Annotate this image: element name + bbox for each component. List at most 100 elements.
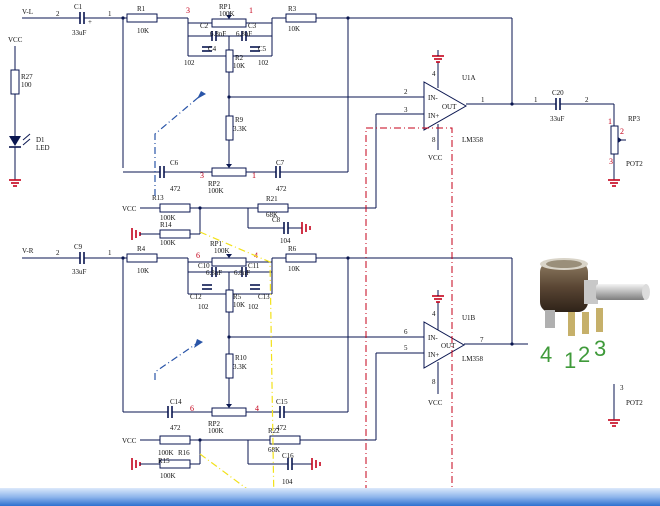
pin-number: 4	[432, 70, 436, 78]
r5-value: 10K	[233, 301, 245, 309]
pin-number: 3	[186, 6, 190, 15]
pin-number: 1	[252, 171, 256, 180]
r14-value: 100K	[160, 239, 176, 247]
resistor-r27	[10, 69, 20, 95]
c10-value: 6.8nF	[206, 269, 222, 277]
r15-value: 100K	[160, 472, 176, 480]
c9-label: C9	[74, 243, 83, 251]
u1a-label: U1A	[462, 74, 476, 82]
resistor-r1: R1 10K	[126, 5, 158, 35]
rp1-label: RP1	[219, 3, 232, 11]
c2-value: 6.8nF	[210, 30, 226, 38]
pin-number: 2	[56, 249, 60, 257]
c11-value: 6.8nF	[234, 269, 250, 277]
c20-value: 33uF	[550, 115, 565, 123]
c12-value: 102	[198, 303, 209, 311]
rp2-value: 100K	[208, 187, 224, 195]
c20-label: C20	[552, 89, 564, 97]
r27-value: 100	[21, 81, 32, 89]
pin-number: 3	[620, 384, 624, 392]
rp2b-value: 100K	[208, 427, 224, 435]
rp2b-label: RP2	[208, 420, 221, 428]
resistor-r9	[225, 115, 234, 141]
r22-value: 68K	[268, 446, 280, 454]
u1a-in-plus: IN+	[428, 112, 439, 120]
r10-label: R10	[235, 354, 247, 362]
potentiometer-photo: 4 1 2 3	[528, 253, 658, 373]
opamp-u1a	[423, 81, 468, 131]
c13-label: C13	[258, 293, 270, 301]
r27-label: R27	[21, 73, 33, 81]
resistor-r4	[126, 253, 158, 263]
c9-value: 33uF	[72, 268, 87, 276]
c7-label: C7	[276, 159, 285, 167]
c10-label: C10	[198, 262, 210, 270]
pin-number: 6	[404, 328, 408, 336]
pin-number: 2	[620, 127, 624, 136]
terminal-digit: 4	[540, 342, 552, 367]
resistor-r22	[269, 435, 301, 445]
pin-number: 1	[608, 117, 612, 126]
opamp-u1b	[423, 321, 466, 369]
pin-number: 8	[432, 136, 436, 144]
callout-line-blue	[154, 95, 201, 196]
r6-value: 10K	[288, 265, 300, 273]
resistor-r6	[285, 253, 317, 263]
pin-number: 6	[196, 251, 200, 260]
vcc-label: VCC	[428, 154, 443, 162]
pot-rp2-right	[211, 407, 247, 417]
pin-number: 1	[481, 96, 485, 104]
c12-label: C12	[190, 293, 202, 301]
input-label-vr: V-R	[22, 247, 34, 255]
r21-label: R21	[266, 195, 278, 203]
c11-label: C11	[248, 262, 260, 270]
c5-value: 102	[258, 59, 269, 67]
r14-label: R14	[160, 221, 172, 229]
pin-number: 3	[404, 106, 408, 114]
pot-rp1	[211, 18, 247, 28]
r3-label: R3	[288, 5, 297, 13]
c4-label: C4	[208, 45, 217, 53]
c14-value: 472	[170, 424, 181, 432]
c4-value: 102	[184, 59, 195, 67]
c14-label: C14	[170, 398, 182, 406]
c15-value: 472	[276, 424, 287, 432]
pot-rp3	[610, 125, 619, 155]
pin-number: 5	[404, 344, 408, 352]
bottom-bar	[0, 488, 660, 506]
resistor-r2	[225, 49, 234, 73]
capacitor-c1: C1 33uF +	[72, 3, 92, 37]
pin-number: 8	[432, 378, 436, 386]
u1b-in-minus: IN-	[428, 334, 438, 342]
r5-label: R5	[233, 293, 242, 301]
rp3-label: RP3	[628, 115, 641, 123]
vcc-label: VCC	[428, 399, 443, 407]
r9-label: R9	[235, 116, 244, 124]
pot2-label: POT2	[626, 160, 643, 168]
pin-number: 2	[585, 96, 589, 104]
rp2-label: RP2	[208, 180, 221, 188]
c16-value: 104	[282, 478, 293, 486]
r2-label: R2	[235, 54, 244, 62]
c8-value: 104	[280, 237, 291, 245]
polarity-mark: +	[88, 18, 92, 26]
r6-label: R6	[288, 245, 297, 253]
c6-value: 472	[170, 185, 181, 193]
u1a-in-minus: IN-	[428, 94, 438, 102]
u1b-out: OUT	[441, 342, 456, 350]
resistor-r13	[159, 203, 191, 213]
pot-rp1-right	[211, 257, 247, 267]
rp1-value: 100K	[219, 10, 235, 18]
c13-value: 102	[248, 303, 259, 311]
pin-number: 4	[432, 310, 436, 318]
pin-number: 6	[190, 404, 194, 413]
rp1b-label: RP1	[210, 240, 223, 248]
resistor-r10	[225, 353, 234, 379]
d1-label: D1	[36, 136, 45, 144]
pin-number: 4	[255, 404, 259, 413]
u1a-part: LM358	[462, 136, 484, 144]
r1-value: 10K	[137, 27, 149, 35]
r1-label: R1	[137, 5, 146, 13]
